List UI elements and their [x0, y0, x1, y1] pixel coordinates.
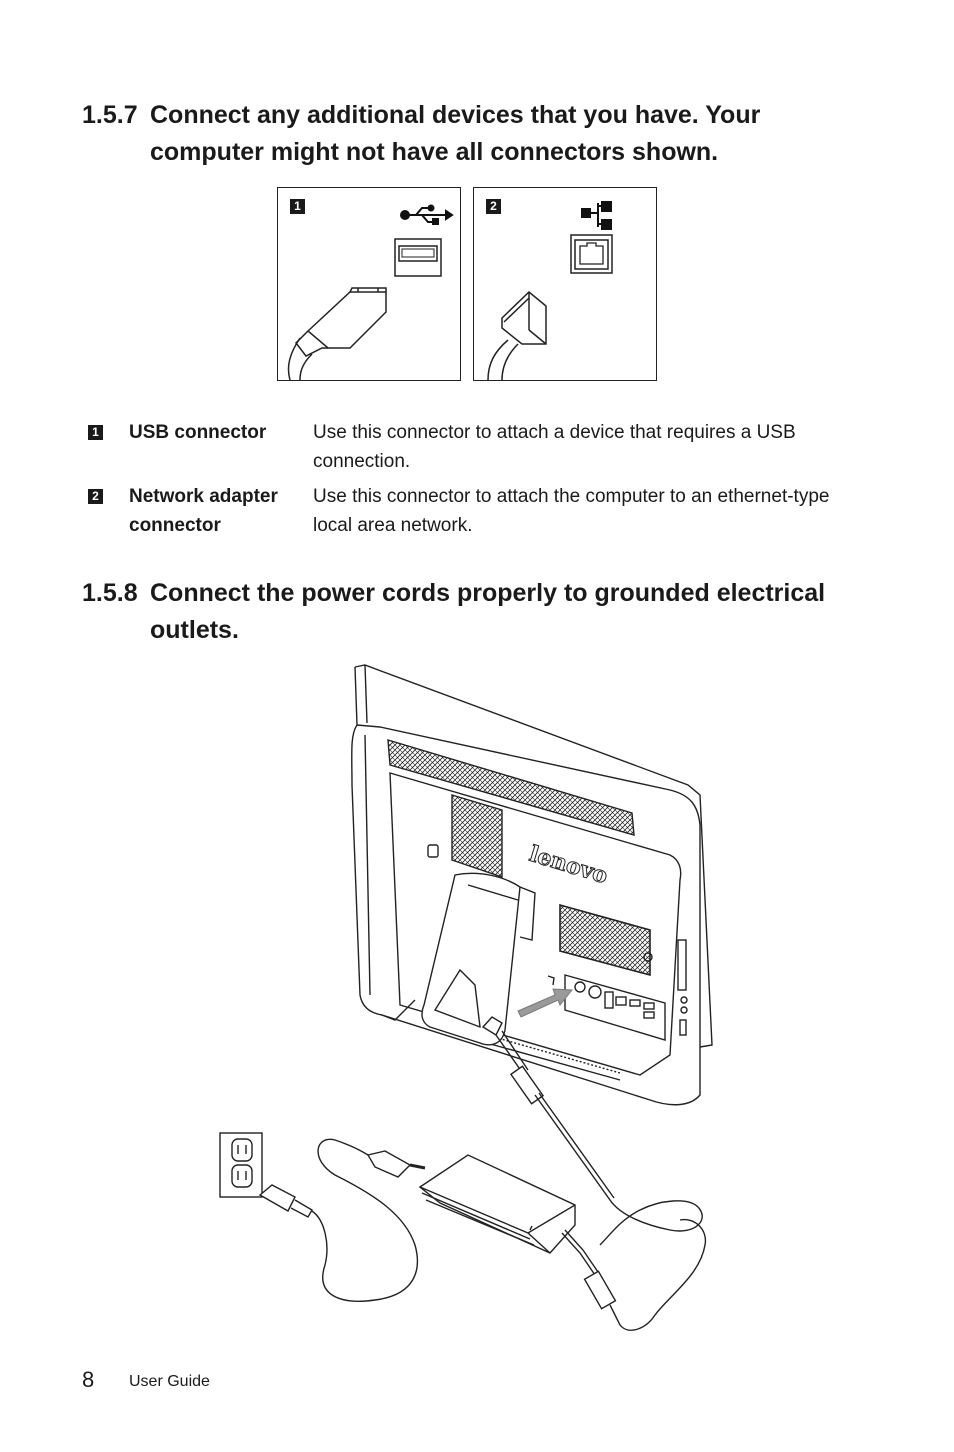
power-adapter — [418, 1154, 707, 1331]
connector-description: Use this connector to attach the compute… — [313, 486, 830, 536]
section-heading-1-5-7: 1.5.7 Connect any additional devices tha… — [82, 97, 850, 171]
ac-cord — [258, 1138, 426, 1302]
section-title: Connect any additional devices that you … — [150, 101, 761, 166]
usb-icon — [400, 204, 454, 225]
section-number: 1.5.7 — [82, 101, 138, 129]
definition-row-usb: 1 USB connector Use this connector to at… — [88, 418, 848, 482]
usb-connector-panel: 1 — [277, 187, 461, 381]
connector-description: Use this connector to attach a device th… — [313, 422, 796, 472]
definition-row-network: 2 Network adapter connector Use this con… — [88, 482, 848, 546]
section-number: 1.5.8 — [82, 579, 138, 607]
network-connector-panel: 2 — [473, 187, 657, 381]
section-heading-1-5-8: 1.5.8 Connect the power cords properly t… — [82, 575, 870, 649]
callout-badge: 2 — [486, 199, 501, 214]
direction-arrow-icon — [517, 988, 573, 1018]
footer-label: User Guide — [129, 1373, 210, 1390]
callout-badge: 1 — [88, 425, 103, 440]
wall-outlet-icon — [219, 1132, 263, 1198]
network-connector-illustration — [487, 201, 613, 380]
page-number: 8 — [82, 1367, 95, 1392]
all-in-one-computer: lenovo — [351, 664, 713, 1106]
usb-connector-illustration — [287, 204, 454, 380]
connector-definitions: 1 USB connector Use this connector to at… — [88, 418, 848, 546]
callout-badge: 1 — [290, 199, 305, 214]
power-connection-illustration: lenovo — [219, 664, 713, 1331]
callout-badge: 2 — [88, 489, 103, 504]
connector-name: Network adapter connector — [129, 486, 278, 536]
dc-plug — [481, 1016, 703, 1246]
section-title: Connect the power cords properly to grou… — [150, 579, 826, 644]
connector-name: USB connector — [129, 422, 267, 443]
network-icon — [581, 201, 612, 230]
